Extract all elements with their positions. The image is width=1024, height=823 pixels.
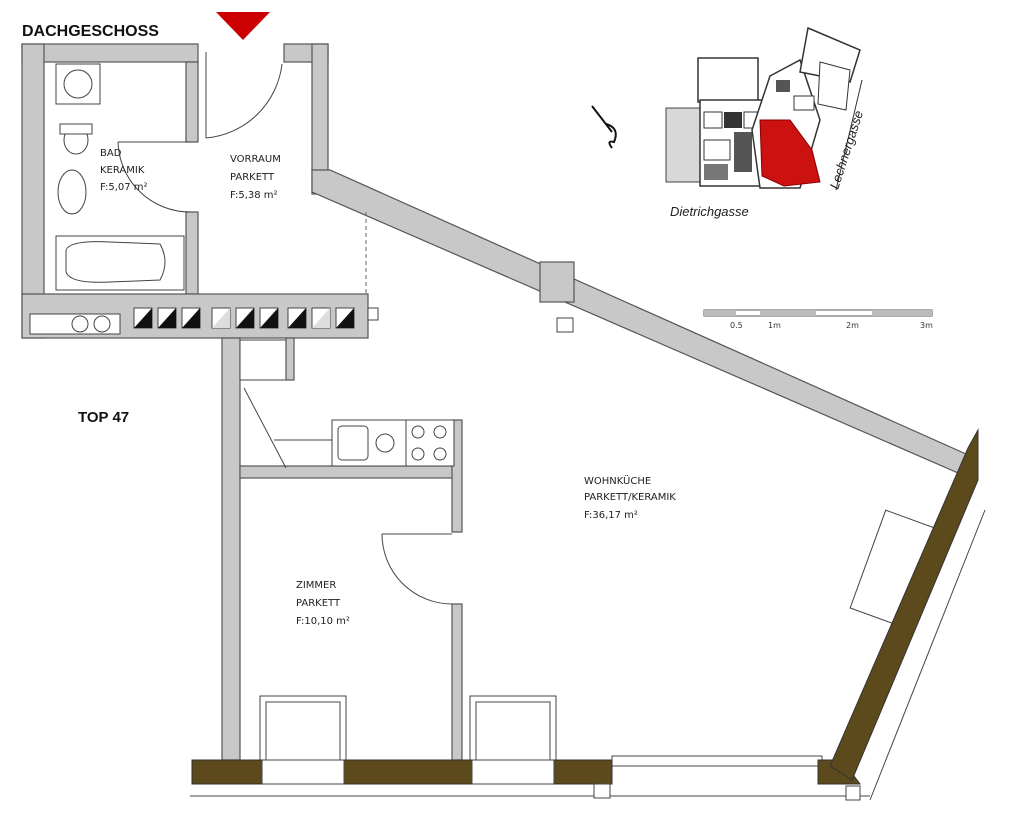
- floor-title: DACHGESCHOSS: [22, 23, 159, 40]
- kitchen-fixtures: [243, 387, 455, 469]
- shaft-row: [29, 307, 379, 335]
- scale-bar: 0.5 1m 2m 3m: [703, 309, 933, 330]
- windows: [259, 509, 947, 767]
- svg-text:0.5: 0.5: [730, 321, 743, 330]
- svg-text:PARKETT: PARKETT: [230, 172, 275, 183]
- street-label-dietrichgasse: Dietrichgasse: [670, 204, 749, 219]
- svg-text:2m: 2m: [846, 321, 859, 330]
- site-plan: Dietrichgasse Lechnergasse: [665, 26, 867, 219]
- room-label-wohnkueche: WOHNKÜCHE PARKETT/KERAMIK F:36,17 m²: [584, 474, 676, 521]
- svg-text:WOHNKÜCHE: WOHNKÜCHE: [584, 474, 651, 487]
- room-label-zimmer: ZIMMER PARKETT F:10,10 m²: [296, 580, 350, 627]
- svg-text:BAD: BAD: [100, 148, 122, 159]
- facade-walls: [190, 428, 986, 801]
- unit-label: TOP 47: [78, 409, 129, 426]
- svg-text:VORRAUM: VORRAUM: [230, 154, 281, 165]
- svg-text:F:5,07 m²: F:5,07 m²: [100, 182, 148, 193]
- svg-text:PARKETT: PARKETT: [296, 598, 341, 609]
- street-label-lechnergasse: Lechnergasse: [827, 109, 867, 191]
- entrance-marker-icon: [216, 12, 270, 40]
- svg-text:F:5,38 m²: F:5,38 m²: [230, 190, 278, 201]
- svg-text:1m: 1m: [768, 321, 781, 330]
- bath-fixtures: [55, 63, 191, 291]
- svg-text:ZIMMER: ZIMMER: [296, 580, 336, 591]
- zimmer-door: [381, 533, 453, 605]
- svg-text:PARKETT/KERAMIK: PARKETT/KERAMIK: [584, 492, 676, 503]
- walls: [21, 43, 976, 761]
- svg-text:F:10,10 m²: F:10,10 m²: [296, 616, 350, 627]
- svg-text:KERAMIK: KERAMIK: [100, 165, 145, 176]
- svg-text:3m: 3m: [920, 321, 933, 330]
- room-label-bad: BAD KERAMIK F:5,07 m²: [100, 148, 148, 193]
- room-label-vorraum: VORRAUM PARKETT F:5,38 m²: [230, 154, 281, 201]
- entrance-door: [205, 52, 367, 294]
- svg-text:F:36,17 m²: F:36,17 m²: [584, 510, 638, 521]
- north-arrow-icon: [591, 105, 617, 149]
